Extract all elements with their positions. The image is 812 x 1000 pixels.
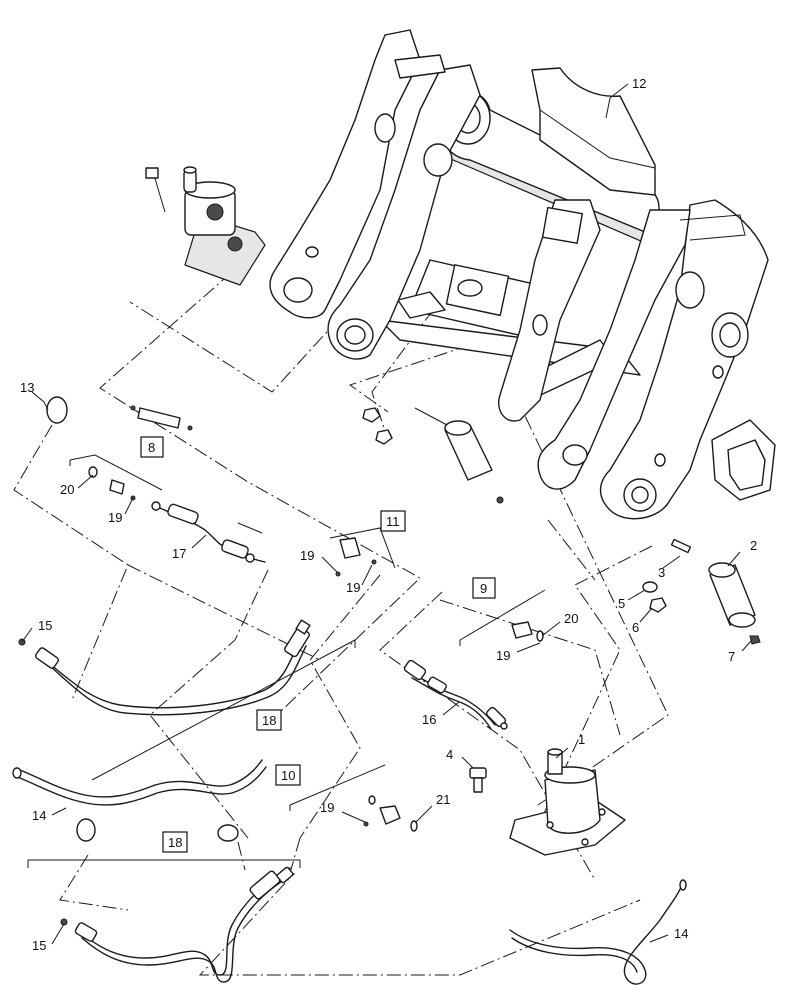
- callout-labels: 12 13 20 19 17 19 19 15 20 19 16 2 3 5 6…: [20, 76, 757, 953]
- callout-20-a: 20: [60, 482, 74, 497]
- callout-15-b: 15: [32, 938, 46, 953]
- leader-lines: [21, 83, 753, 945]
- callout-1: 1: [578, 732, 585, 747]
- callout-14-a: 14: [32, 808, 46, 823]
- kit-18-a: 18: [256, 709, 282, 731]
- small-parts: [130, 405, 761, 832]
- callout-2: 2: [750, 538, 757, 553]
- callout-3: 3: [658, 565, 665, 580]
- callout-17: 17: [172, 546, 186, 561]
- callout-14-b: 14: [674, 926, 688, 941]
- callout-19-a: 19: [108, 510, 122, 525]
- kit-11: 11: [380, 510, 406, 532]
- callout-21: 21: [436, 792, 450, 807]
- callout-15-a: 15: [38, 618, 52, 633]
- svg-text:11: 11: [386, 514, 400, 529]
- hoses: [12, 396, 687, 985]
- callout-19-d: 19: [496, 648, 510, 663]
- callout-19-e: 19: [320, 800, 334, 815]
- kit-labels: 8 11 9 18 10 18: [140, 436, 496, 853]
- kit-8: 8: [140, 436, 164, 458]
- callout-6: 6: [632, 620, 639, 635]
- callout-4: 4: [446, 747, 453, 762]
- kit-brackets: [27, 454, 546, 868]
- callout-20-b: 20: [564, 611, 578, 626]
- callout-19-b: 19: [300, 548, 314, 563]
- svg-text:9: 9: [480, 581, 487, 596]
- coupler-frame: [269, 29, 776, 520]
- callout-12: 12: [632, 76, 646, 91]
- assembly-centerlines: [13, 229, 669, 976]
- kit-fittings: [88, 466, 544, 827]
- callout-5: 5: [618, 596, 625, 611]
- kit-9: 9: [472, 577, 496, 599]
- svg-text:18: 18: [168, 835, 182, 850]
- kit-18-b: 18: [162, 831, 188, 853]
- callout-16: 16: [422, 712, 436, 727]
- kit-10: 10: [275, 764, 301, 786]
- callout-19-c: 19: [346, 580, 360, 595]
- svg-text:10: 10: [281, 768, 295, 783]
- mounting-valve: [509, 748, 626, 856]
- callout-7: 7: [728, 649, 735, 664]
- upper-valve-block: [145, 166, 266, 286]
- callout-13: 13: [20, 380, 34, 395]
- svg-text:8: 8: [148, 440, 155, 455]
- svg-text:18: 18: [262, 713, 276, 728]
